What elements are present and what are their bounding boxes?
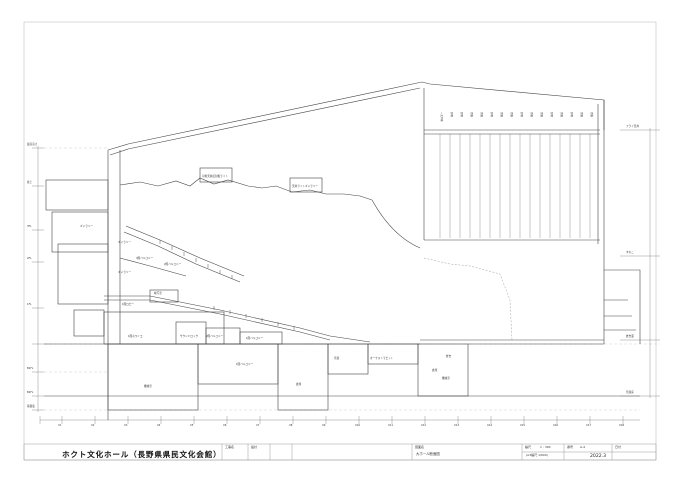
batten-label: 吊物 [480,112,483,117]
grid-label: X1 [58,424,62,427]
level-label-1fl: 1FL [27,303,32,306]
seat-rows [159,240,295,330]
batten-label: 吊物 [580,112,583,117]
batten-label: 吊物 [530,112,533,117]
grid-label: X4 [157,424,161,427]
tb-label-scale: 縮尺 [525,445,532,449]
grid-label: X13 [454,424,460,427]
level-lines-left [32,146,44,412]
room-label-stage: 舞台 [446,355,452,358]
grid-label: X15 [520,424,526,427]
right-level-stage-floor: 舞台面 [626,335,634,338]
room-label-ceiling-reflector: 可動天井反射板ライト [202,175,228,178]
room-label-orchestra-pit: オーケストラピット [370,357,394,360]
level-label-b1fl: B1FL [27,367,34,370]
grid-label: X6 [223,424,227,427]
batten-label: 吊物 [590,112,593,117]
room-label-gallery-3: ギャラリー [118,271,131,274]
room-label-naraku: 奈落 [334,357,340,360]
batten-label: 照明 [490,112,493,117]
grid-dimension [39,416,640,424]
grid-label: X3 [124,424,128,427]
room-label-1f-balcony-b: 1階バルコニー [236,363,254,366]
room-label-projection: 映写室 [154,292,162,295]
level-label-3fl: 3FL [27,225,32,228]
drawing-date: 2022.3 [590,454,607,459]
level-label-2fl: 2FL [27,257,32,260]
right-level-gridiron: すのこ [626,251,634,254]
right-level-fly-ceiling: フライ天井 [626,125,639,128]
grid-label: X9 [322,424,326,427]
level-label-b2fl: B2FL [27,391,34,394]
scale-value: 1 : 300 [540,445,551,449]
batten-label: 照明 [460,112,463,117]
batten-label: 一文字幕 [440,112,443,122]
room-label-machine-room-1: 機械室 [144,385,152,388]
grid-label: X16 [553,424,559,427]
room-label-gallery-1: ギャラリー [80,225,93,228]
room-label-1f-balcony-a: 1階バルコニー [246,337,264,340]
level-label-max-height: 最高高さ [27,143,38,146]
grid-label: X12 [421,424,427,427]
room-label-1f-foyer: 1階ホワイエ [128,335,143,338]
batten-label: 吊物 [500,112,503,117]
grid-label: X5 [190,424,194,427]
batten-label: 照明 [570,112,573,117]
level-label-roof: 屋上 [27,181,33,184]
room-label-machine-room-2: 機械室 [442,377,450,380]
grid-label: X18 [619,424,625,427]
batten-label: 吊物 [470,112,473,117]
grid-label: X10 [355,424,361,427]
tb-label-date: 日付 [615,445,622,449]
grid-label: X14 [487,424,493,427]
sheet-number: A-4 [580,445,585,449]
sheet-name: 大ホール断面図 [416,452,440,456]
level-lines-right [620,128,660,398]
shell-outline [423,257,513,341]
room-label-storage-1: 倉庫 [296,383,302,386]
title-block [23,443,657,461]
level-label-foundation: 基礎底 [27,405,35,408]
batten-label: 吊物 [560,112,563,117]
batten-label: 照明 [550,112,553,117]
room-label-sound-lock: サウンドロック [180,335,199,338]
grid-label: X11 [388,424,394,427]
drawing-title: ホクト文化ホール（長野県県民文化会館） [62,450,222,459]
room-label-3f-balcony: 3階バルコニー [136,257,154,260]
tb-label-project: 工事名 [225,445,235,449]
room-label-2f-balcony-b: 2階バルコニー [206,335,224,338]
batten-label: 吊物 [540,112,543,117]
grid-label: X8 [289,424,293,427]
tb-label-sheet: 図面名 [415,445,425,449]
fly-battens [439,134,591,238]
room-label-storage-2: 倉庫 [432,369,438,372]
level-lines-long [44,147,660,411]
room-label-1f-lobby: 1階ロビー [122,303,135,306]
grid-label: X7 [256,424,260,427]
building-section [44,81,641,420]
room-label-2f-balcony-a: 2階バルコニー [164,263,182,266]
room-label-gallery-2: ギャラリー [118,241,131,244]
batten-label: 照明 [450,112,453,117]
batten-label: 吊物 [510,112,513,117]
grid-label: X2 [91,424,95,427]
batten-label: 照明 [520,112,523,117]
right-level-pit-floor: 奈落床 [626,391,634,394]
tb-label-number: 番号 [567,445,574,449]
tb-label-design: 設計 [251,445,258,449]
grid-label: X17 [586,424,592,427]
scale-note: (A3縮尺 1/600) [526,453,548,457]
room-label-ceiling-gallery: 天井ライトギャラリー [292,185,318,188]
